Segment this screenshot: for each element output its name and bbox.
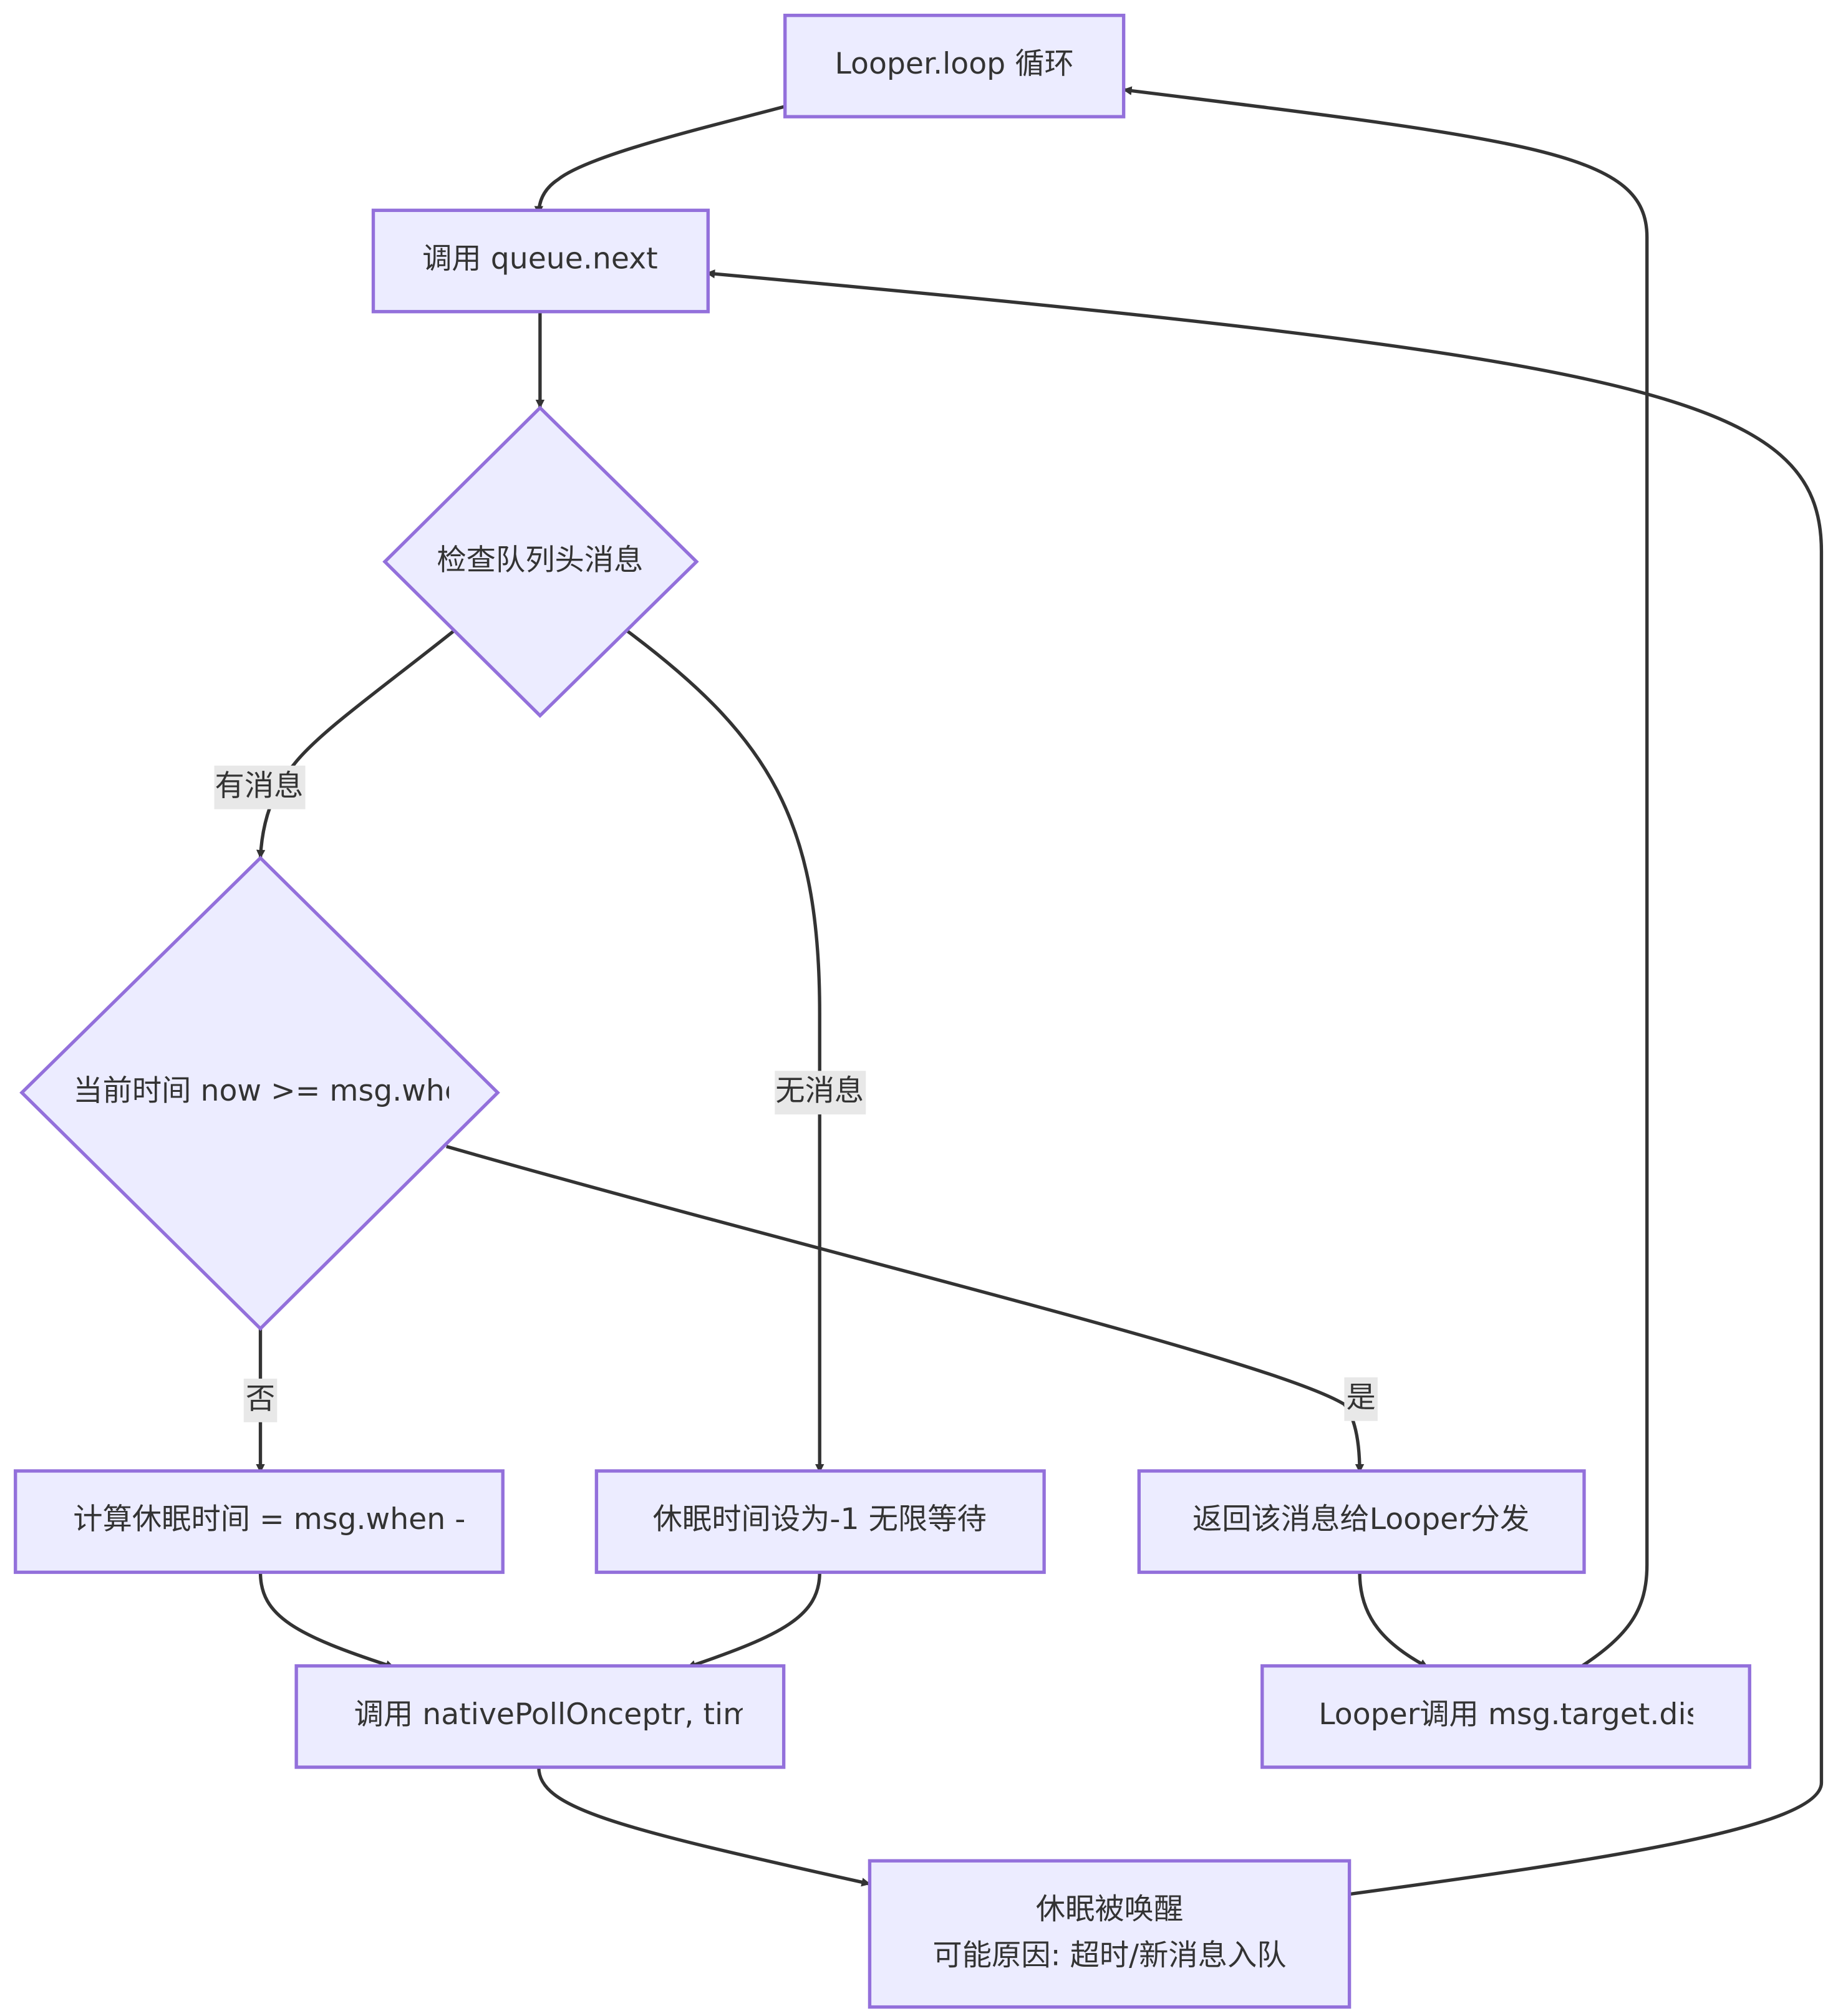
node-call-queue-next-label: 调用 queue.next [422, 241, 658, 276]
edge-label-has-message-text: 有消息 [215, 769, 304, 803]
edge-infinite-to-native [687, 1572, 821, 1669]
node-looper-loop-label: Looper.loop 循环 [835, 47, 1074, 81]
edges [256, 86, 1824, 1896]
node-check-queue-head-label: 检查队列头消息 [437, 543, 643, 577]
edge-check-to-infinite [626, 629, 825, 1473]
edge-label-has-message: 有消息 [214, 765, 306, 809]
edge-return-to-dispatch [1358, 1572, 1429, 1669]
node-native-poll-once-label: 调用 nativePollOnceptr, time [354, 1697, 770, 1732]
node-return-message: 返回该消息给Looper分发 [1137, 1469, 1586, 1575]
node-sleep-wakeup-line2: 可能原因: 超时/新消息入队 [932, 1938, 1286, 1972]
edge-wakeup-to-next [705, 269, 1824, 1896]
edge-label-no-message: 无消息 [775, 1071, 866, 1115]
edge-dispatch-to-loop [1123, 86, 1649, 1669]
node-call-queue-next: 调用 queue.next [371, 208, 710, 314]
edge-calc-to-native [258, 1572, 395, 1669]
edge-time-to-return [446, 1145, 1365, 1473]
node-infinite-wait-label: 休眠时间设为-1 无限等待 [653, 1502, 987, 1536]
node-calc-sleep-time: 计算休眠时间 = msg.when - [14, 1469, 505, 1575]
edge-check-to-time [256, 628, 457, 859]
node-looper-loop: Looper.loop 循环 [783, 14, 1126, 118]
edge-label-yes: 是 [1344, 1377, 1378, 1421]
node-infinite-wait: 休眠时间设为-1 无限等待 [594, 1469, 1046, 1575]
node-calc-sleep-time-label: 计算休眠时间 = msg.when - [73, 1502, 465, 1536]
node-time-check-label: 当前时间 now >= msg.when? [73, 1074, 497, 1108]
node-looper-dispatch: Looper调用 msg.target.disp [1260, 1664, 1751, 1769]
node-return-message-label: 返回该消息给Looper分发 [1192, 1502, 1529, 1536]
edge-label-yes-text: 是 [1346, 1381, 1375, 1415]
edge-label-no-text: 否 [246, 1382, 275, 1416]
node-sleep-wakeup: 休眠被唤醒 可能原因: 超时/新消息入队 [868, 1859, 1352, 2009]
edge-loop-to-next [534, 105, 786, 215]
node-sleep-wakeup-line1: 休眠被唤醒 [1036, 1892, 1183, 1926]
edge-native-to-wakeup [537, 1767, 871, 1887]
node-check-queue-head: 检查队列头消息 [382, 405, 699, 718]
node-time-check: 当前时间 now >= msg.when? [19, 856, 500, 1331]
edge-label-no-message-text: 无消息 [775, 1074, 864, 1108]
node-native-poll-once: 调用 nativePollOnceptr, time [294, 1664, 786, 1769]
edge-label-no: 否 [243, 1378, 278, 1422]
node-looper-dispatch-label: Looper调用 msg.target.disp [1318, 1697, 1720, 1732]
